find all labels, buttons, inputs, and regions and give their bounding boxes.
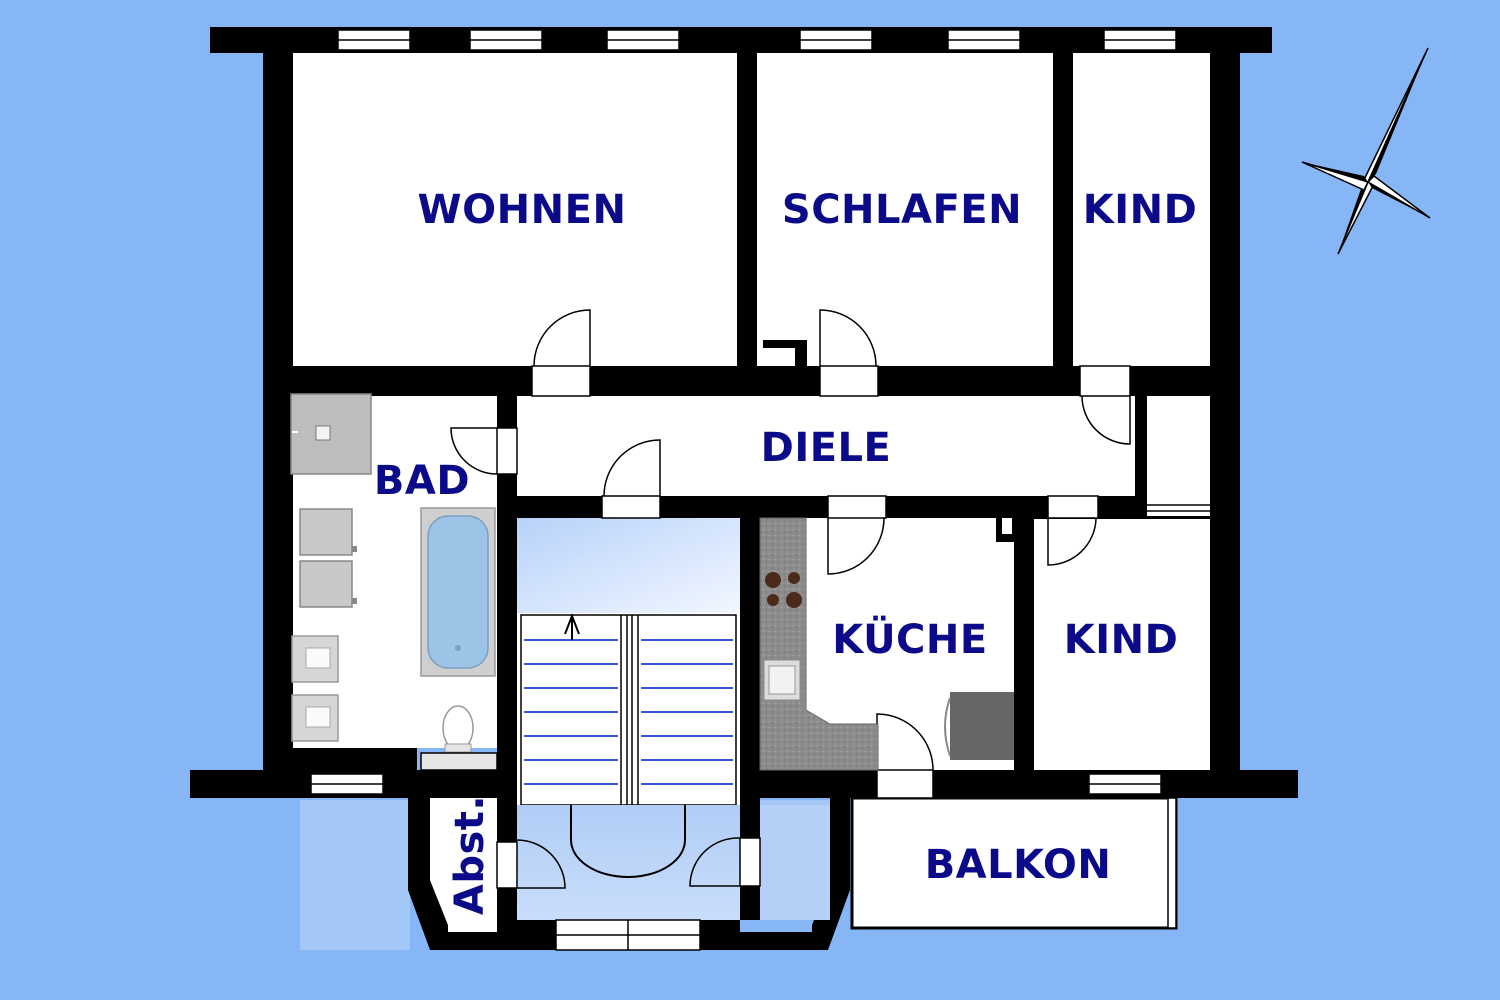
- entry-bay: [408, 798, 850, 951]
- fridge: [950, 692, 1014, 760]
- compass-rose-icon: [1301, 47, 1431, 255]
- floor-abstellraum: [430, 798, 497, 932]
- floor-kind-north: [1073, 53, 1210, 366]
- arrow-up-icon: [564, 613, 580, 640]
- label-diele: DIELE: [761, 425, 892, 471]
- windows: [310, 29, 1177, 795]
- stove: [765, 572, 802, 608]
- washing-machine: [299, 508, 353, 556]
- label-abstellraum: Abst.: [447, 795, 493, 915]
- floor-nook: [1147, 396, 1210, 516]
- label-kind-north: KIND: [1083, 187, 1198, 233]
- shower-tray: [290, 393, 372, 475]
- floor-kind-south: [1034, 519, 1210, 770]
- floor-wohnen: [293, 53, 737, 366]
- label-schlafen: SCHLAFEN: [782, 187, 1022, 233]
- bay-patch-left: [300, 800, 410, 950]
- balcony: [850, 796, 1178, 930]
- label-bad: BAD: [374, 458, 470, 504]
- kitchen-fixtures: [759, 517, 1014, 771]
- label-kueche: KÜCHE: [832, 615, 987, 663]
- label-wohnen: WOHNEN: [418, 187, 627, 233]
- floor-schlafen: [757, 53, 1053, 340]
- dryer: [299, 560, 353, 608]
- label-kind-south: KIND: [1064, 617, 1179, 663]
- floor-diele: [517, 396, 1135, 496]
- label-balkon: BALKON: [925, 842, 1112, 888]
- room-labels: WOHNEN SCHLAFEN KIND DIELE BAD KÜCHE KIN…: [374, 187, 1197, 915]
- bathroom-fixtures: [290, 393, 498, 771]
- doors: [450, 309, 1131, 889]
- toilet: [442, 705, 474, 753]
- stairwell: [517, 518, 740, 809]
